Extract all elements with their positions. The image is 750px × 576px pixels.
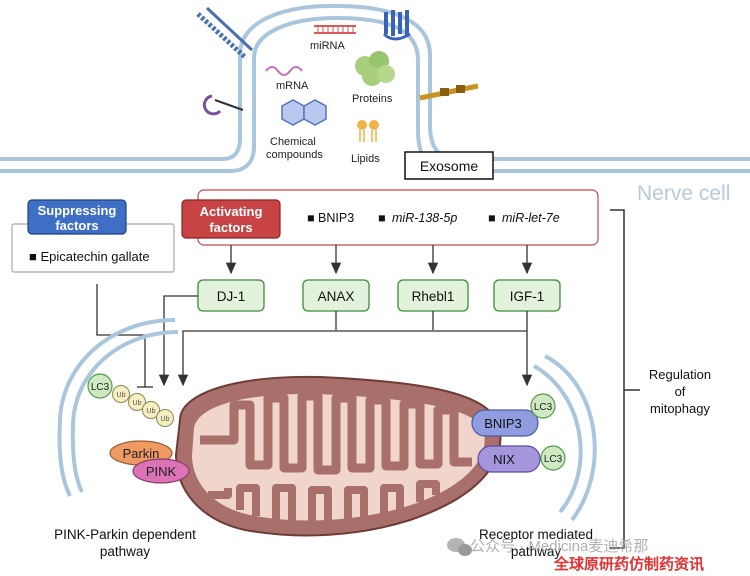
mrna-label: mRNA [276, 80, 309, 92]
right-pathway-label-2: pathway [511, 544, 562, 559]
lipids-label: Lipids [351, 153, 380, 165]
suppressing-title-1: Suppressing [38, 203, 117, 218]
svg-text:Parkin: Parkin [123, 446, 160, 461]
activating-title-1: Activating [200, 204, 263, 219]
proteins-label: Proteins [352, 93, 393, 105]
regulation-label-2: of [675, 384, 686, 399]
svg-text:BNIP3: BNIP3 [484, 416, 522, 431]
exosome-label: Exosome [420, 158, 479, 174]
activating-item-mir138: miR-138-5p [392, 211, 457, 225]
activating-item-bnip3: ■ BNIP3 [307, 211, 354, 225]
svg-text:LC3: LC3 [91, 382, 110, 393]
right-pathway-label-1: Receptor mediated [479, 527, 593, 542]
protein-helix-icon [382, 10, 411, 41]
svg-text:PINK: PINK [146, 464, 177, 479]
mitochondrion [174, 375, 502, 537]
target-anax: ANAX [302, 279, 370, 312]
lc3-left: LC3 [87, 373, 113, 399]
receptor-rod-icon [419, 83, 479, 101]
regulation-bracket [610, 209, 625, 549]
left-phagophore [57, 318, 179, 497]
activation-arrows [225, 245, 533, 275]
svg-text:LC3: LC3 [534, 402, 553, 413]
target-dj1: DJ-1 [197, 279, 265, 312]
chemical-label-1: Chemical [270, 136, 316, 148]
suppressing-header [27, 199, 127, 235]
svg-text:DJ-1: DJ-1 [217, 289, 246, 304]
ub-label-2: Ub [133, 400, 142, 407]
svg-text:ANAX: ANAX [318, 289, 355, 304]
suppressing-title-2: factors [55, 218, 98, 233]
svg-text:IGF-1: IGF-1 [510, 289, 545, 304]
svg-text:NIX: NIX [493, 452, 515, 467]
ub-label-4: Ub [161, 416, 170, 423]
activating-item-mirlet7e: miR-let-7e [502, 211, 560, 225]
activating-bullet-2: ■ [378, 211, 386, 225]
lipids-icon [357, 120, 379, 142]
ub-label-3: Ub [147, 408, 156, 415]
activating-bullet-3: ■ [488, 211, 496, 225]
lc3-bnip3: LC3 [530, 393, 556, 419]
right-phagophore [533, 354, 597, 522]
svg-text:Rhebl1: Rhebl1 [412, 289, 455, 304]
watermark-line1: 公众号 · Medicina麦迪希那 [470, 538, 648, 555]
wechat-icon [447, 538, 472, 556]
lc3-nix: LC3 [540, 445, 566, 471]
target-rhebl1: Rhebl1 [397, 279, 469, 312]
left-pathway-label-1: PINK-Parkin dependent [54, 527, 196, 542]
nix-receptor: NIX [477, 445, 541, 473]
regulation-label-1: Regulation [649, 367, 711, 382]
membrane-anchor-icon [202, 94, 244, 116]
mrna-icon [265, 66, 303, 76]
cell-membrane [0, 3, 750, 173]
left-pathway-label-2: pathway [100, 544, 151, 559]
svg-text:LC3: LC3 [544, 454, 563, 465]
ub-chain: Ub Ub Ub Ub [112, 385, 174, 427]
watermark-line2: 全球原研药仿制药资讯 [553, 555, 704, 573]
regulation-label-3: mitophagy [650, 401, 710, 416]
chemical-label-2: compounds [266, 149, 323, 161]
proteins-icon [355, 51, 395, 86]
target-igf1: IGF-1 [493, 279, 561, 312]
ub-label-1: Ub [117, 392, 126, 399]
activating-header [181, 199, 281, 239]
mirna-icon [314, 25, 356, 34]
activating-title-2: factors [209, 220, 252, 235]
mirna-label: miRNA [310, 40, 345, 52]
nerve-cell-label: Nerve cell [637, 182, 730, 205]
chemical-compounds-icon [281, 99, 327, 126]
pink: PINK [132, 458, 190, 484]
exosome-box [404, 151, 494, 180]
pathway-connectors [96, 284, 533, 388]
bnip3-receptor: BNIP3 [471, 409, 539, 437]
membrane-receptor-icon [196, 6, 254, 60]
suppressing-item: ■ Epicatechin gallate [29, 249, 150, 264]
